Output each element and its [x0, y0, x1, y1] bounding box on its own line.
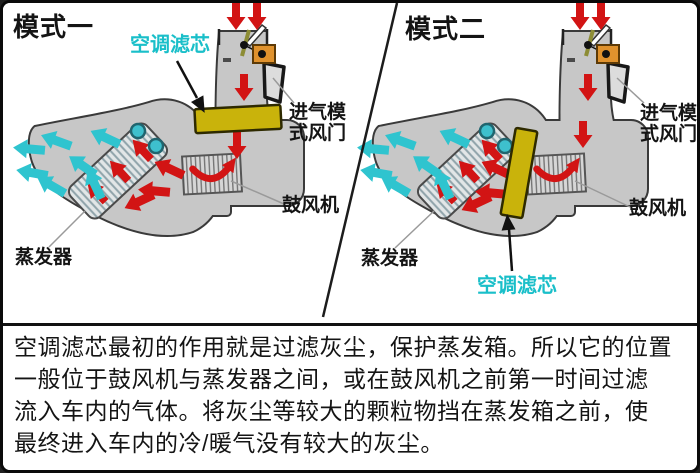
filter-pointer-arrow — [501, 214, 516, 272]
hvac-diagram-mode1-svg — [13, 3, 305, 248]
leader-lines — [394, 77, 645, 249]
intake-damper — [217, 23, 286, 104]
description-text: 空调滤芯最初的作用就是过滤灰尘，保护蒸发箱。所以它的位置 一般位于鼓风机与蒸发器… — [14, 334, 672, 456]
mode-1-blower-label: 鼓风机 — [282, 195, 340, 216]
blower — [524, 152, 588, 196]
air-filter-bar — [193, 103, 283, 135]
intake-air-arrows — [570, 3, 611, 148]
intake-air-arrows — [226, 3, 267, 159]
evaporator-pipes — [478, 122, 514, 155]
mode-1-damper-label: 进气模 式风门 — [289, 102, 347, 145]
mode-1-filter-label: 空调滤芯 — [130, 34, 210, 56]
leader-lines — [48, 77, 295, 248]
warm-air-arrows — [461, 159, 513, 213]
mode-2-blower-label: 鼓风机 — [629, 198, 687, 219]
hvac-diagram-mode2-svg — [357, 3, 649, 272]
mode-1-title: 模式一 — [13, 12, 95, 42]
mode-2-title: 模式二 — [405, 14, 487, 44]
intake-damper — [561, 23, 630, 104]
panel-mode-1: 模式一 空调滤芯 进气模 式风门 鼓风机 蒸发器 — [3, 3, 353, 323]
air-filter-bar — [499, 126, 539, 220]
description-section: 空调滤芯最初的作用就是过滤灰尘，保护蒸发箱。所以它的位置 一般位于鼓风机与蒸发器… — [3, 323, 697, 470]
mode-1-evaporator-label: 蒸发器 — [15, 247, 73, 268]
mode-2-evaporator-label: 蒸发器 — [361, 248, 419, 269]
blower — [180, 152, 244, 196]
evaporator-pipes — [129, 122, 165, 155]
diagram-area: 模式一 空调滤芯 进气模 式风门 鼓风机 蒸发器 — [3, 3, 697, 323]
mode-2-damper-label: 进气模 式风门 — [640, 103, 698, 146]
mode-2-filter-label: 空调滤芯 — [477, 275, 557, 297]
panel-mode-2: 模式二 进气模 式风门 鼓风机 蒸发器 空调滤芯 — [347, 3, 697, 323]
filter-pointer-arrow — [175, 60, 205, 113]
cold-air-arrows — [13, 128, 122, 201]
warm-air-arrows — [124, 159, 186, 211]
